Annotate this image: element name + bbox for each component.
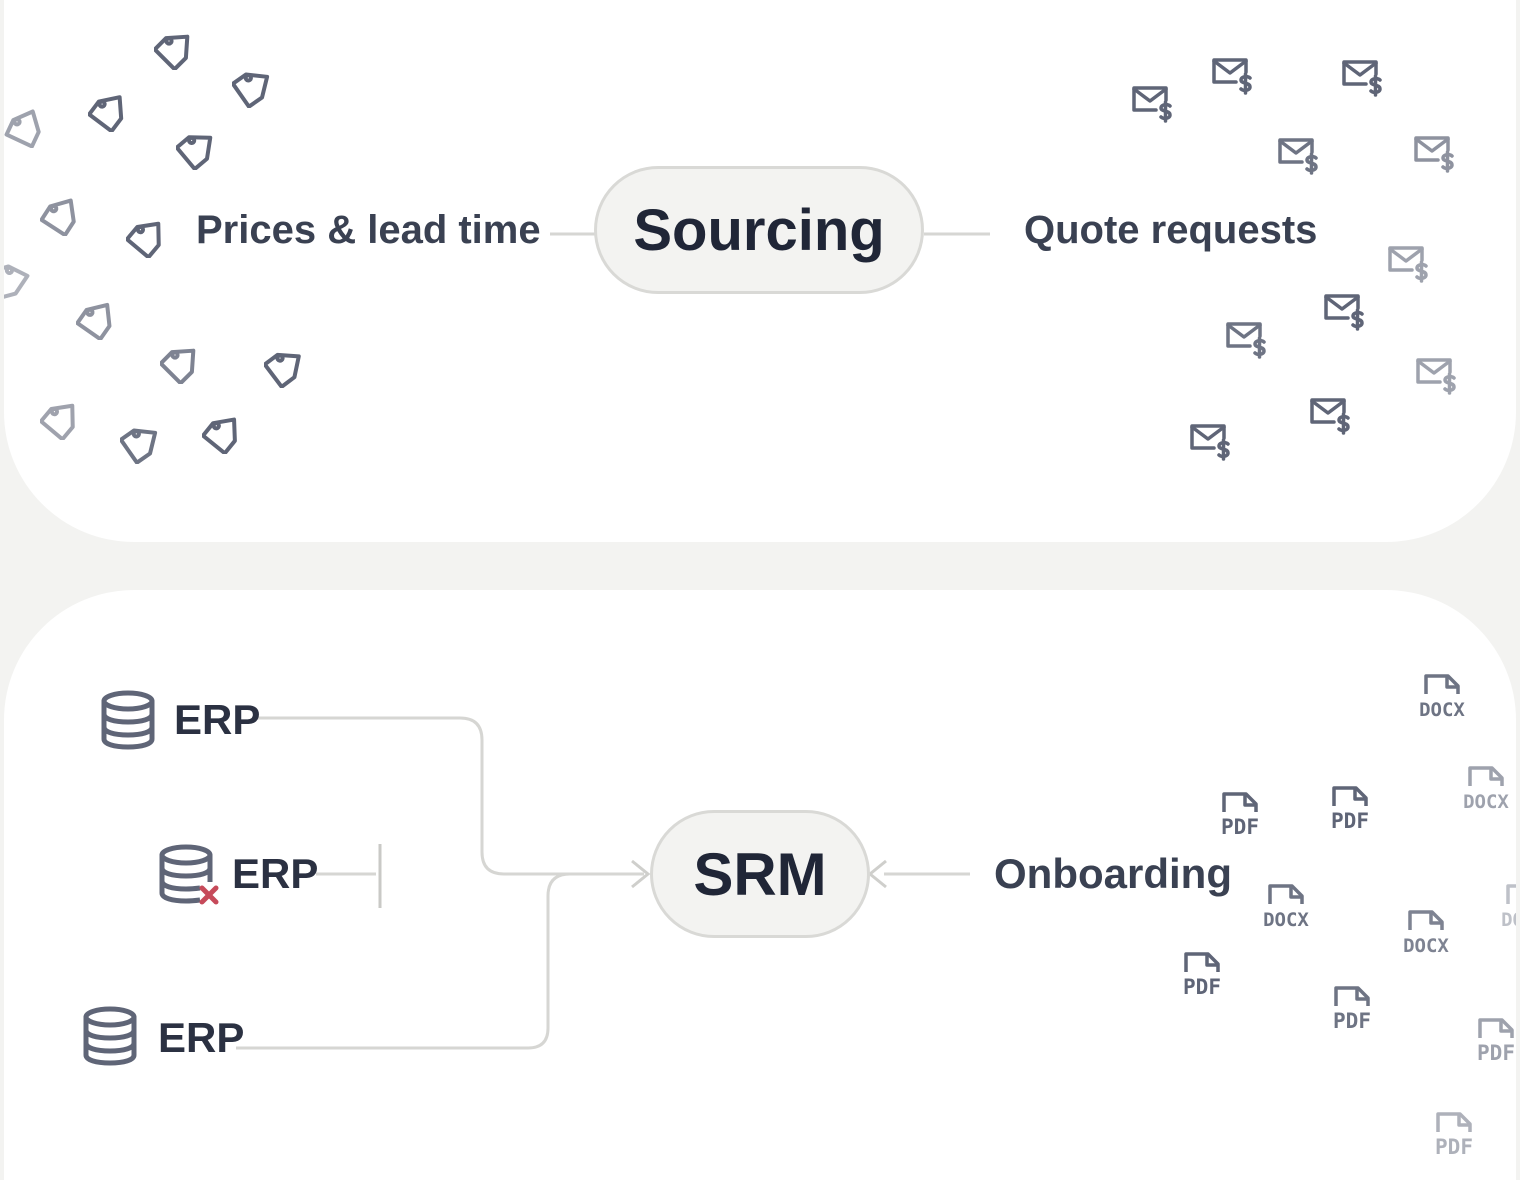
quote-requests-label: Quote requests	[1024, 208, 1318, 252]
pdf-file-icon: PDF	[1435, 1112, 1473, 1159]
mail-dollar-icon	[1310, 398, 1350, 435]
price-tag-icon	[4, 109, 41, 148]
file-type-label: PDF	[1477, 1041, 1515, 1065]
file-type-label: DOCX	[1419, 699, 1465, 721]
sourcing-connectors	[550, 232, 990, 236]
file-type-label: PDF	[1221, 815, 1259, 839]
prices-lead-time-label: Prices & lead time	[196, 208, 541, 252]
srm-panel: DOCX DOCX PDF PDF DOCX DOCX PDF PDF PDF …	[4, 590, 1516, 1180]
price-tag-icon	[88, 95, 124, 132]
mail-dollar-icon	[1414, 136, 1454, 173]
sourcing-node[interactable]: Sourcing	[594, 166, 924, 294]
srm-node[interactable]: SRM	[650, 810, 870, 938]
pdf-file-icon: PDF	[1331, 786, 1369, 833]
pdf-file-icon: PDF	[1221, 792, 1259, 839]
pdf-file-icon: PDF	[1477, 1018, 1515, 1065]
price-tag-icon	[120, 428, 158, 464]
mail-dollar-icon	[1132, 86, 1172, 123]
docx-file-icon: DOCX	[1501, 884, 1516, 931]
erp-label-1: ERP	[174, 696, 261, 743]
docx-file-icon: DOCX	[1463, 766, 1509, 813]
mail-dollar-icon	[1190, 424, 1230, 461]
file-type-label: DOCX	[1463, 791, 1509, 813]
price-tag-icon	[4, 264, 30, 300]
mail-dollar-icon	[1212, 58, 1252, 95]
price-tag-icon	[40, 198, 76, 236]
file-type-label: PDF	[1333, 1009, 1371, 1033]
price-tag-icon	[176, 135, 213, 170]
docx-file-icon: DOCX	[1419, 674, 1465, 721]
sourcing-panel: Prices & lead time Sourcing Quote reques…	[4, 0, 1516, 542]
database-icon	[101, 690, 155, 750]
file-type-label: DOCX	[1263, 909, 1309, 931]
price-tag-icon	[264, 352, 301, 388]
mail-dollar-icon	[1324, 294, 1364, 331]
mail-dollar-icon	[1388, 246, 1428, 283]
pdf-file-icon: PDF	[1183, 952, 1221, 999]
mail-dollar-icon	[1416, 358, 1456, 395]
file-type-label: PDF	[1183, 975, 1221, 999]
erp-label-3: ERP	[158, 1014, 245, 1061]
price-tag-icon	[232, 72, 270, 108]
docx-file-icon: DOCX	[1403, 910, 1449, 957]
price-tag-icon	[160, 348, 196, 384]
connector-erp-1-to-srm	[252, 716, 644, 876]
arrowhead-into-srm-right	[867, 859, 887, 889]
price-tag-icon	[202, 417, 237, 454]
mail-dollar-icon	[1226, 322, 1266, 359]
database-error-icon	[159, 844, 219, 905]
file-type-label: DOCX	[1501, 909, 1516, 931]
price-tag-icon	[76, 302, 112, 340]
connector-erp-3-to-srm	[236, 872, 644, 1050]
onboarding-label: Onboarding	[994, 850, 1232, 897]
file-type-label: PDF	[1435, 1135, 1473, 1159]
arrowhead-into-srm-left	[631, 859, 651, 889]
database-icon	[83, 1006, 137, 1066]
error-x-icon	[199, 885, 219, 905]
file-type-label: PDF	[1331, 809, 1369, 833]
erp-label-2: ERP	[232, 850, 319, 897]
srm-connectors	[236, 716, 970, 1050]
price-tag-icon	[154, 34, 190, 70]
mail-dollar-icon	[1278, 138, 1318, 175]
docx-file-icon: DOCX	[1263, 884, 1309, 931]
mail-dollar-icon	[1342, 60, 1382, 97]
pdf-file-icon: PDF	[1333, 986, 1371, 1033]
price-tag-icon	[40, 403, 75, 440]
price-tag-icon	[126, 221, 161, 258]
file-type-label: DOCX	[1403, 935, 1449, 957]
